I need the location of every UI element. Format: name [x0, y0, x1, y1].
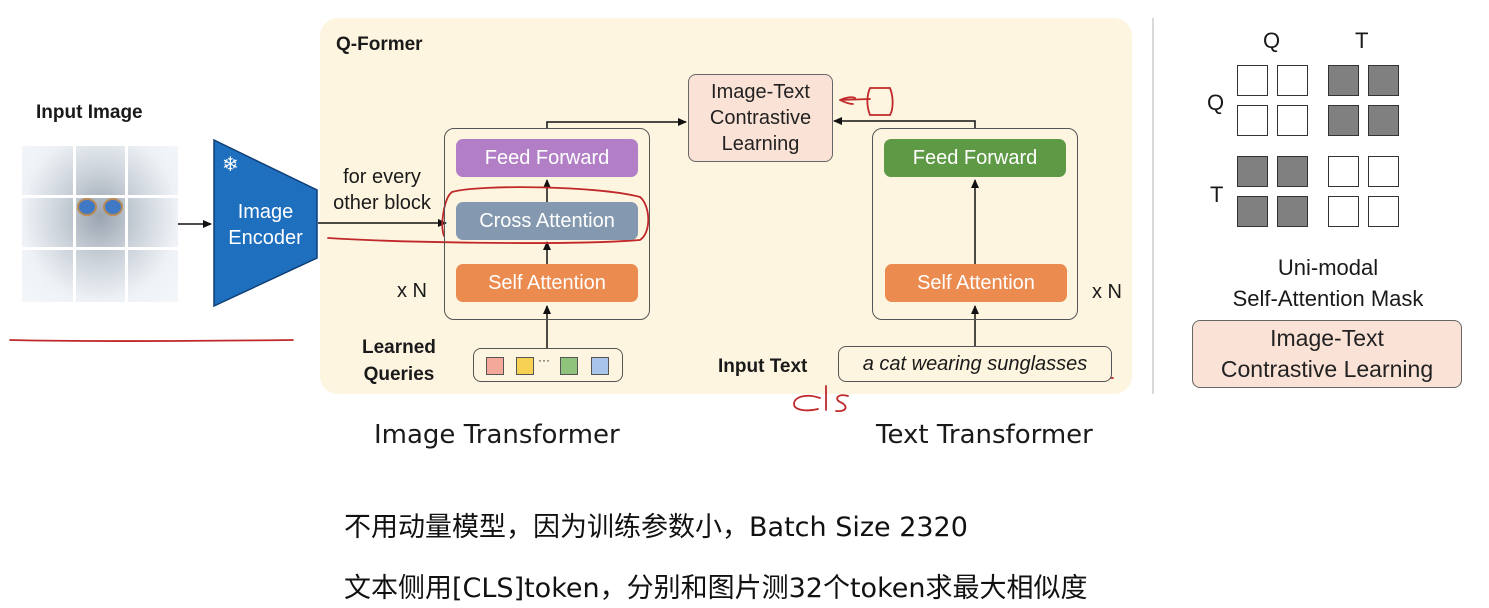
mask-cell-visible: [1368, 196, 1399, 227]
query-ellipsis: ···: [538, 353, 550, 367]
handwritten-cls-mark: [793, 385, 849, 412]
image-encoder-label-line2: Encoder: [228, 227, 303, 249]
mask-cell-visible: [1237, 65, 1268, 96]
mask-cell-masked: [1368, 105, 1399, 136]
input-text-box: a cat wearing sunglasses: [838, 346, 1112, 382]
arrow-text-stack-to-objective: [833, 117, 976, 128]
mask-cell-masked: [1237, 156, 1268, 187]
learned-queries-box: ···: [473, 348, 623, 382]
snowflake-icon: ❄: [222, 154, 239, 176]
mask-cell-masked: [1277, 196, 1308, 227]
self-attention-mask-grid: [1237, 65, 1407, 235]
text-self-attention-block: Self Attention: [885, 264, 1067, 302]
mask-cell-visible: [1328, 196, 1359, 227]
mask-cell-masked: [1237, 196, 1268, 227]
connector-label-line2: other block: [333, 192, 431, 214]
image-transformer-caption: Image Transformer: [374, 420, 620, 450]
sunglasses-graphic: [77, 198, 125, 218]
learned-queries-line1: Learned: [362, 337, 436, 358]
panel-divider: [1152, 18, 1154, 394]
query-token-4: [591, 357, 609, 375]
arrow-mark-to-objective: [839, 87, 894, 116]
mask-cell-visible: [1368, 156, 1399, 187]
mask-cell-masked: [1328, 105, 1359, 136]
note-line-2: 文本侧用[CLS]token，分别和图片测32个token求最大相似度: [344, 573, 1088, 604]
objective-line1: Image-Text: [711, 81, 810, 103]
mask-cell-masked: [1328, 65, 1359, 96]
circle-cross-attention: [327, 186, 650, 244]
input-image: [22, 146, 178, 302]
note-line-1: 不用动量模型，因为训练参数小，Batch Size 2320: [344, 512, 968, 543]
cross-attention-block: Cross Attention: [456, 202, 638, 240]
mask-objective-line1: Image-Text: [1270, 325, 1384, 351]
mask-col-label-t: T: [1355, 28, 1369, 53]
mask-row-label-q: Q: [1207, 90, 1225, 115]
query-token-3: [560, 357, 578, 375]
text-transformer-stack: [872, 128, 1078, 320]
image-transformer-stack: [444, 128, 650, 320]
contrastive-learning-objective: Image-Text Contrastive Learning: [688, 74, 833, 162]
learned-queries-label: Learned Queries: [362, 334, 436, 388]
mask-cell-visible: [1277, 65, 1308, 96]
mask-cell-masked: [1368, 65, 1399, 96]
mask-caption-line1: Uni-modal: [1277, 255, 1379, 280]
qformer-title: Q-Former: [336, 34, 423, 55]
image-encoder-label: Image Encoder: [214, 199, 317, 251]
text-transformer-caption: Text Transformer: [876, 420, 1093, 450]
mask-objective-box: Image-Text Contrastive Learning: [1192, 320, 1462, 388]
input-image-title: Input Image: [36, 102, 143, 123]
underline-input-image: [9, 339, 294, 343]
mask-cell-visible: [1277, 105, 1308, 136]
image-feed-forward-block: Feed Forward: [456, 139, 638, 177]
input-text-label: Input Text: [718, 356, 808, 377]
image-encoder-shape: [213, 138, 318, 308]
objective-line3: Learning: [721, 133, 800, 155]
mask-cell-visible: [1328, 156, 1359, 187]
objective-line2: Contrastive: [709, 107, 812, 129]
text-feed-forward-block: Feed Forward: [884, 139, 1066, 177]
text-repeat-label: x N: [1092, 281, 1122, 303]
query-token-2: [516, 357, 534, 375]
query-token-1: [486, 357, 504, 375]
mask-col-label-q: Q: [1263, 28, 1281, 53]
image-encoder-label-line1: Image: [237, 201, 294, 223]
mask-caption-line2: Self-Attention Mask: [1232, 286, 1424, 311]
mask-objective-line2: Contrastive Learning: [1220, 356, 1434, 382]
mask-cell-visible: [1237, 105, 1268, 136]
mask-cell-masked: [1277, 156, 1308, 187]
mask-row-label-t: T: [1210, 182, 1224, 207]
mask-caption: Uni-modal Self-Attention Mask: [1190, 252, 1466, 314]
image-repeat-label: x N: [397, 280, 427, 302]
learned-queries-line2: Queries: [363, 364, 435, 385]
arrow-image-stack-to-objective: [546, 118, 687, 128]
connector-label-line1: for every: [343, 166, 421, 188]
image-self-attention-block: Self Attention: [456, 264, 638, 302]
cross-attention-frequency-label: for every other block: [318, 164, 446, 216]
